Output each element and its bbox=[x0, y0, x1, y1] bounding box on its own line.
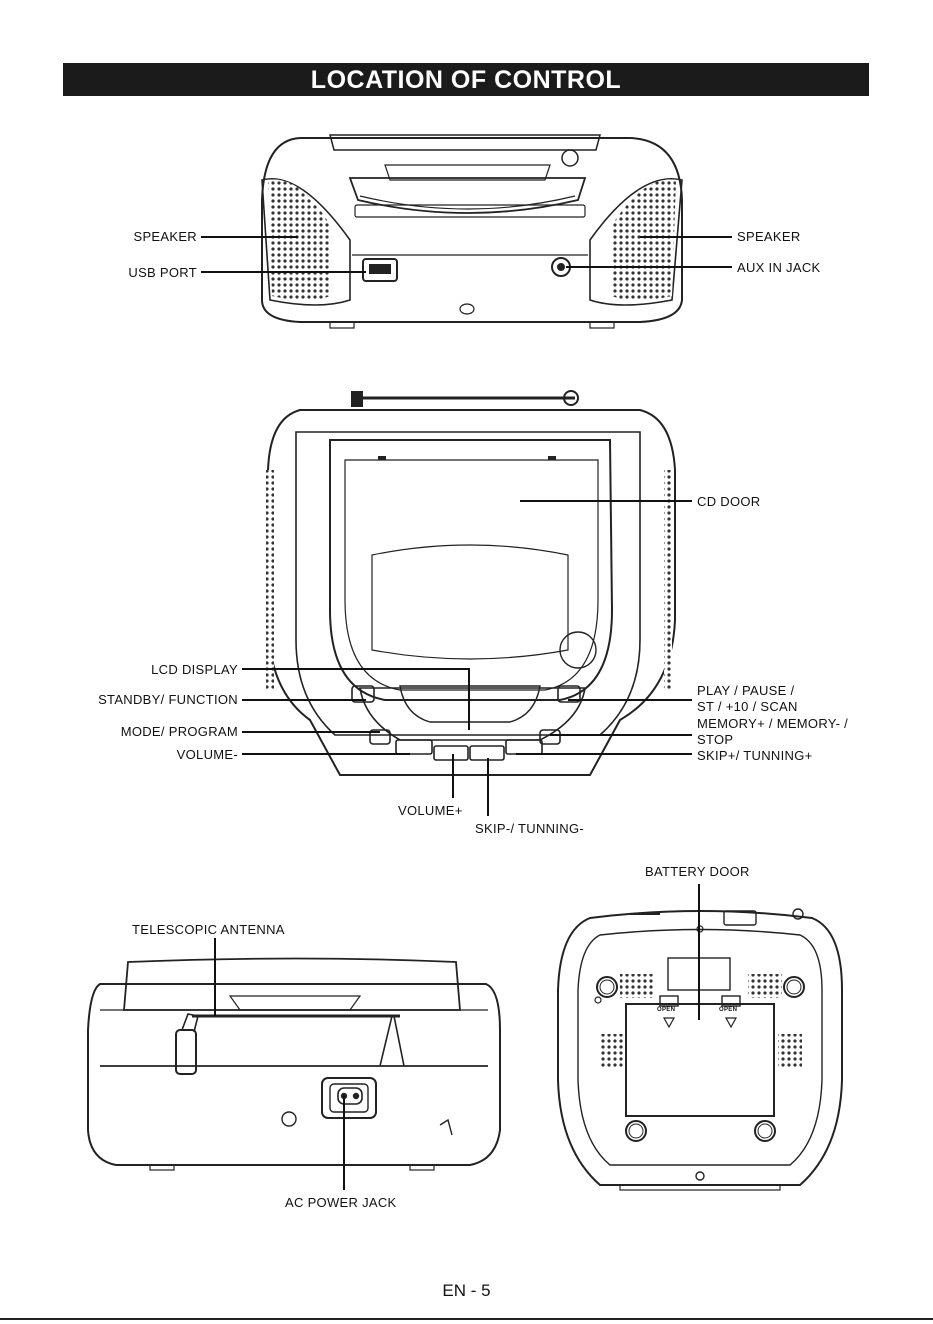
label-memory-line2: STOP bbox=[697, 732, 733, 747]
label-skip-minus: SKIP-/ TUNNING- bbox=[475, 821, 584, 836]
label-lcd-display: LCD DISPLAY bbox=[60, 662, 238, 677]
label-speaker-left: SPEAKER bbox=[100, 229, 197, 244]
label-volume-minus: VOLUME- bbox=[60, 747, 238, 762]
label-memory-line1: MEMORY+ / MEMORY- / bbox=[697, 716, 848, 731]
rear-view-leaders bbox=[215, 938, 344, 1190]
label-play-pause-line1: PLAY / PAUSE / bbox=[697, 683, 794, 698]
bottom-vents bbox=[600, 974, 802, 1068]
speaker-grille-left bbox=[268, 180, 330, 301]
label-cd-door: CD DOOR bbox=[697, 494, 761, 509]
label-mode-program: MODE/ PROGRAM bbox=[60, 724, 238, 739]
page-number: EN - 5 bbox=[0, 1281, 933, 1301]
label-telescopic-antenna: TELESCOPIC ANTENNA bbox=[132, 922, 285, 937]
rear-view-unit bbox=[88, 959, 500, 1171]
label-open-left: OPEN bbox=[657, 1007, 675, 1014]
label-aux-in-jack: AUX IN JACK bbox=[737, 260, 820, 275]
front-grille-left bbox=[266, 470, 274, 690]
label-open-right: OPEN bbox=[719, 1007, 737, 1014]
label-usb-port: USB PORT bbox=[100, 265, 197, 280]
label-play-pause-line2: ST / +10 / SCAN bbox=[697, 699, 798, 714]
label-battery-door: BATTERY DOOR bbox=[645, 864, 750, 879]
speaker-grille-right bbox=[612, 180, 676, 301]
bottom-rule bbox=[0, 1318, 933, 1320]
front-view-unit bbox=[268, 391, 675, 775]
front-grille-right bbox=[664, 470, 672, 690]
label-skip-plus: SKIP+/ TUNNING+ bbox=[697, 748, 813, 763]
label-standby-function: STANDBY/ FUNCTION bbox=[60, 692, 238, 707]
label-speaker-right: SPEAKER bbox=[737, 229, 801, 244]
label-volume-plus: VOLUME+ bbox=[398, 803, 463, 818]
label-ac-power-jack: AC POWER JACK bbox=[285, 1195, 397, 1210]
